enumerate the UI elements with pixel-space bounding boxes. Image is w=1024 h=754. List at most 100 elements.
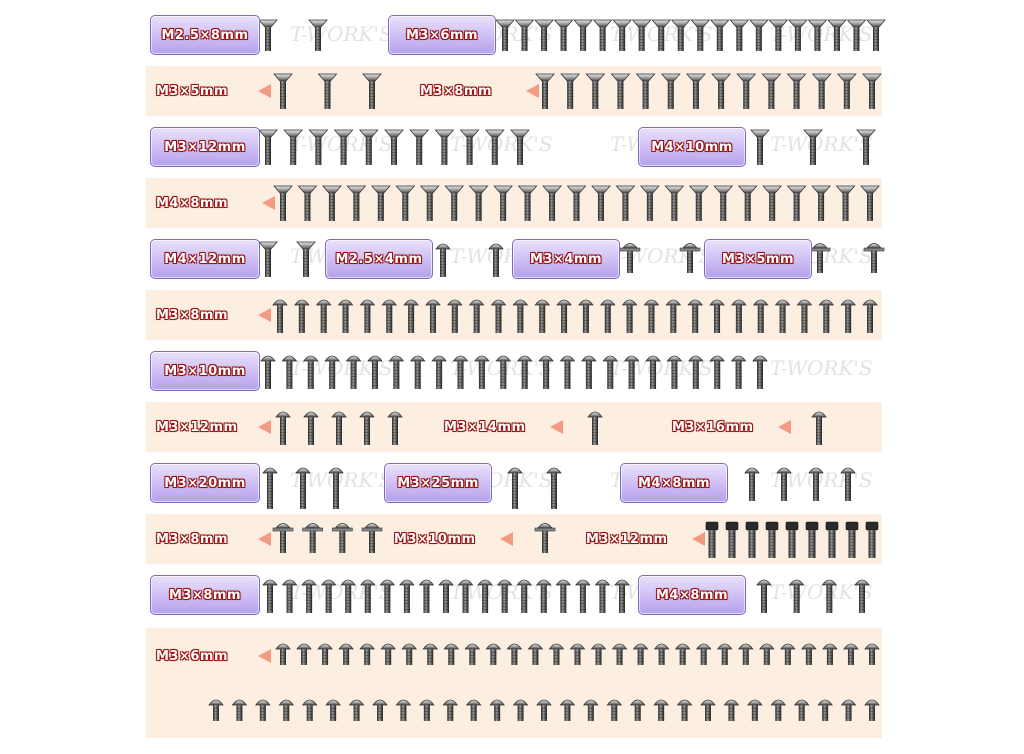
screw bbox=[360, 579, 376, 613]
screw bbox=[534, 299, 550, 333]
screw bbox=[401, 643, 417, 665]
size-label-text: M3×10mm bbox=[164, 363, 246, 379]
screw bbox=[468, 299, 485, 333]
pointer-arrow-icon bbox=[526, 84, 539, 98]
screw bbox=[464, 643, 481, 665]
screw bbox=[590, 643, 607, 665]
screw bbox=[409, 355, 426, 389]
size-label-text: M3×4mm bbox=[529, 251, 602, 267]
screw bbox=[723, 699, 740, 721]
screw bbox=[308, 129, 329, 165]
screw bbox=[431, 355, 447, 389]
size-label-text: M3×20mm bbox=[164, 475, 246, 491]
pointer-arrow-icon bbox=[262, 196, 275, 210]
size-label-text: M3×16mm bbox=[672, 419, 754, 435]
pointer-arrow-icon bbox=[258, 84, 271, 98]
size-label: M3×20mm bbox=[150, 463, 260, 503]
size-label: M2.5×8mm bbox=[150, 15, 260, 55]
screw bbox=[495, 355, 512, 389]
screw bbox=[575, 579, 591, 613]
screw bbox=[468, 185, 489, 221]
screw bbox=[258, 19, 278, 51]
screw bbox=[700, 699, 716, 721]
screw bbox=[512, 299, 529, 333]
size-label-text: M3×6mm bbox=[405, 27, 478, 43]
screw bbox=[559, 355, 576, 389]
screw bbox=[484, 129, 505, 165]
screw bbox=[395, 185, 416, 221]
screw bbox=[517, 185, 538, 221]
screw bbox=[835, 185, 856, 221]
screw bbox=[670, 19, 691, 51]
screw bbox=[317, 643, 333, 665]
size-label: M4×12mm bbox=[150, 239, 260, 279]
screw bbox=[840, 699, 857, 721]
screw bbox=[534, 19, 554, 51]
screw bbox=[805, 521, 819, 558]
screw bbox=[474, 355, 490, 389]
size-label: M3×16mm bbox=[672, 415, 754, 439]
screw bbox=[796, 299, 813, 333]
screw bbox=[612, 19, 633, 51]
screw bbox=[840, 467, 856, 501]
screw bbox=[566, 185, 587, 221]
screw bbox=[780, 643, 796, 665]
screw bbox=[380, 643, 396, 665]
size-label-text: M3×14mm bbox=[444, 419, 526, 435]
screw bbox=[370, 185, 391, 221]
size-label-text: M4×8mm bbox=[637, 475, 710, 491]
size-label: M4×8mm bbox=[156, 191, 228, 215]
size-label-text: M3×25mm bbox=[397, 475, 479, 491]
screw bbox=[262, 467, 278, 509]
screw bbox=[332, 523, 353, 553]
screw bbox=[438, 579, 454, 613]
screw bbox=[348, 699, 365, 721]
screw bbox=[534, 523, 556, 553]
screw bbox=[713, 185, 734, 221]
screw bbox=[748, 19, 769, 51]
screw bbox=[731, 299, 747, 333]
screw bbox=[786, 185, 807, 221]
screw bbox=[629, 699, 646, 721]
size-label: M2.5×4mm bbox=[325, 239, 433, 279]
screw bbox=[822, 643, 838, 665]
screw bbox=[555, 579, 572, 613]
screw bbox=[489, 699, 505, 721]
screw bbox=[809, 243, 831, 273]
screw bbox=[328, 467, 344, 509]
screw bbox=[615, 185, 636, 221]
screw bbox=[496, 579, 513, 613]
screw bbox=[725, 521, 739, 558]
screw bbox=[676, 699, 693, 721]
screw bbox=[553, 19, 574, 51]
screw bbox=[666, 355, 683, 389]
size-label-text: M3×12mm bbox=[156, 419, 238, 435]
screw bbox=[418, 579, 435, 613]
screw bbox=[686, 73, 706, 109]
screw bbox=[559, 699, 576, 721]
screw bbox=[761, 73, 782, 109]
pointer-arrow-icon bbox=[258, 420, 271, 434]
screw bbox=[296, 241, 316, 277]
screw bbox=[619, 243, 641, 273]
size-label: M4×10mm bbox=[638, 127, 746, 167]
screw bbox=[709, 299, 725, 333]
size-label: M4×8mm bbox=[620, 463, 728, 503]
screw bbox=[507, 467, 523, 509]
size-label: M3×12mm bbox=[156, 415, 238, 439]
screw bbox=[752, 299, 769, 333]
screw bbox=[527, 643, 544, 665]
screw bbox=[581, 355, 597, 389]
screw bbox=[688, 355, 704, 389]
screw bbox=[653, 699, 669, 721]
size-label: M3×8mm bbox=[156, 303, 228, 327]
screw bbox=[465, 699, 482, 721]
screw bbox=[419, 185, 440, 221]
screw bbox=[811, 73, 832, 109]
screw bbox=[585, 73, 606, 109]
screw bbox=[358, 129, 379, 165]
size-label: M3×6mm bbox=[156, 644, 228, 668]
screw bbox=[811, 185, 831, 221]
screw bbox=[651, 19, 672, 51]
